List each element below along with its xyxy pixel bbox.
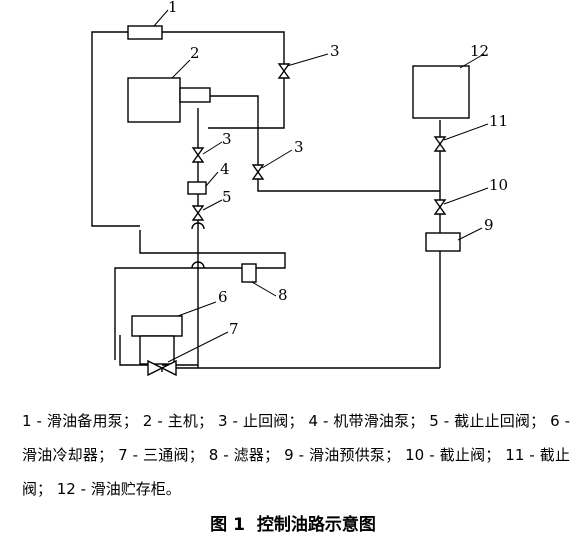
label-6: 6 [218,288,228,306]
label-9: 9 [484,216,494,234]
stop-valve-10 [433,199,447,215]
figure-title: 控制油路示意图 [256,515,376,535]
oil-circuit-diagram: 1 2 3 3 3 4 5 6 7 8 9 10 11 12 [91,0,508,377]
engine-driven-oil-pump-4 [187,181,207,195]
stop-check-valve-5 [191,205,205,221]
label-2: 2 [190,44,200,62]
figure-caption: 图 1 控制油路示意图 [0,510,586,535]
label-3-top: 3 [330,42,340,60]
engine-driven-pump-box [179,87,211,103]
oil-cooler-6 [131,315,183,337]
pipe-crossings [191,222,205,269]
check-valve-3-top [277,63,291,79]
cooler-body-6 [139,335,175,365]
label-11: 11 [489,112,508,130]
label-3-lower: 3 [294,138,304,156]
check-valve-3-mid [191,147,205,163]
figure-number: 图 1 [210,515,245,535]
label-5: 5 [222,188,232,206]
pre-supply-pump-9 [425,232,461,252]
label-12: 12 [470,42,489,60]
oil-filter-8 [241,263,257,283]
three-way-valve-7 [147,359,177,377]
oil-storage-tank-12 [412,65,470,119]
figure-legend: 1 - 滑油备用泵； 2 - 主机； 3 - 止回阀； 4 - 机带滑油泵； 5… [22,412,570,498]
check-valve-3-lower [251,164,265,180]
stop-valve-11 [433,136,447,152]
label-10: 10 [489,176,508,194]
label-7: 7 [229,320,239,338]
standby-oil-pump-1 [127,25,163,40]
label-8: 8 [278,286,288,304]
component-labels: 1 2 3 3 3 4 5 6 7 8 9 10 11 12 [168,0,508,338]
main-engine-2 [127,77,181,123]
label-1: 1 [168,0,178,16]
leader-lines [153,9,489,363]
label-4: 4 [220,160,230,178]
label-3-mid: 3 [222,130,232,148]
